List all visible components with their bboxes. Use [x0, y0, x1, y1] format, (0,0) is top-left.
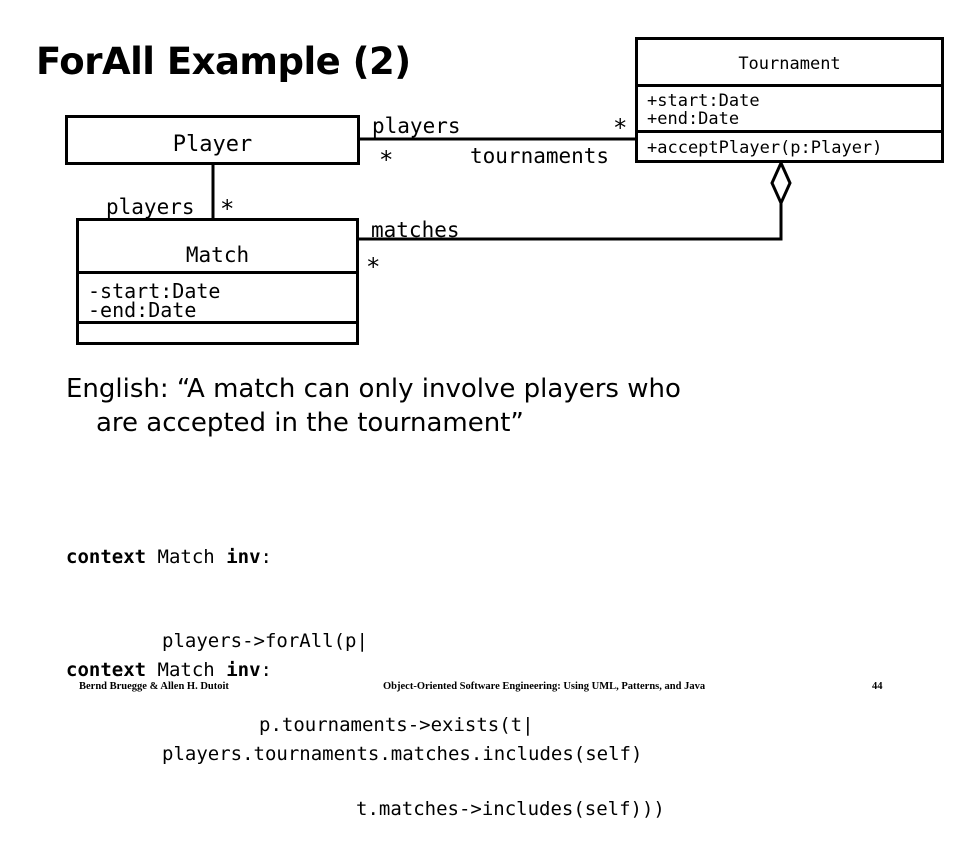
ocl-1-inv-keyword: inv — [226, 546, 261, 568]
player-class-name: Player — [172, 132, 253, 157]
tournament-class: Tournament +start:Date +end:Date +accept… — [635, 37, 944, 163]
tournament-operations: +acceptPlayer(p:Player) — [638, 130, 941, 158]
ocl-2-context-keyword: context — [66, 659, 147, 681]
ocl-1-type: Match — [157, 546, 215, 568]
footer-authors: Bernd Bruegge & Allen H. Dutoit — [79, 681, 229, 692]
role-tournaments: tournaments — [470, 144, 610, 168]
aggregation-diamond — [770, 159, 792, 207]
multiplicity-tournament-players: * — [613, 114, 628, 142]
footer-page-number: 44 — [872, 681, 883, 692]
ocl-2-type: Match — [157, 659, 215, 681]
association-lines — [211, 137, 792, 241]
match-attr-end: -end:Date — [88, 298, 197, 322]
match-operations — [79, 321, 356, 341]
ocl-constraint-navigation: context Match inv: players.tournaments.m… — [66, 600, 642, 796]
match-tournament-aggregation — [358, 203, 783, 241]
multiplicity-tournament-matches: * — [366, 253, 381, 281]
ocl-1-context-keyword: context — [66, 546, 147, 568]
match-class: Match -start:Date -end:Date — [76, 218, 359, 345]
tournament-attr-end: +end:Date — [647, 109, 740, 129]
ocl-1-line-4: t.matches->includes(self))) — [356, 798, 665, 820]
ocl-1-colon: : — [260, 546, 272, 568]
ocl-2-inv-keyword: inv — [226, 659, 261, 681]
multiplicity-player-tournaments: * — [379, 146, 394, 174]
tournament-op-acceptplayer: +acceptPlayer(p:Player) — [647, 138, 883, 158]
slide-title: ForAll Example (2) — [36, 40, 411, 83]
english-description: English: “A match can only involve playe… — [66, 372, 906, 440]
tournament-attributes: +start:Date +end:Date — [638, 84, 941, 130]
player-class: Player — [65, 115, 360, 165]
ocl-2-line-2: players.tournaments.matches.includes(sel… — [162, 743, 643, 765]
multiplicity-match-players: * — [220, 195, 235, 223]
match-class-name: Match — [185, 243, 250, 267]
ocl-2-colon: : — [260, 659, 272, 681]
role-matches: matches — [371, 218, 460, 242]
match-attributes: -start:Date -end:Date — [79, 271, 356, 321]
role-players-left: players — [106, 195, 195, 219]
footer-book-title: Object-Oriented Software Engineering: Us… — [383, 681, 706, 692]
ocl-1-header: context Match inv: — [66, 543, 665, 571]
ocl-2-header: context Match inv: — [66, 656, 642, 684]
english-line-1: English: “A match can only involve playe… — [66, 374, 681, 404]
ocl-1-line-2: players->forAll(p| — [162, 630, 368, 652]
tournament-class-name: Tournament — [738, 54, 841, 74]
match-attr-start: -start:Date — [88, 279, 221, 303]
role-players-top: players — [372, 114, 461, 138]
english-line-2: are accepted in the tournament” — [96, 408, 524, 438]
tournament-attr-start: +start:Date — [647, 91, 760, 111]
